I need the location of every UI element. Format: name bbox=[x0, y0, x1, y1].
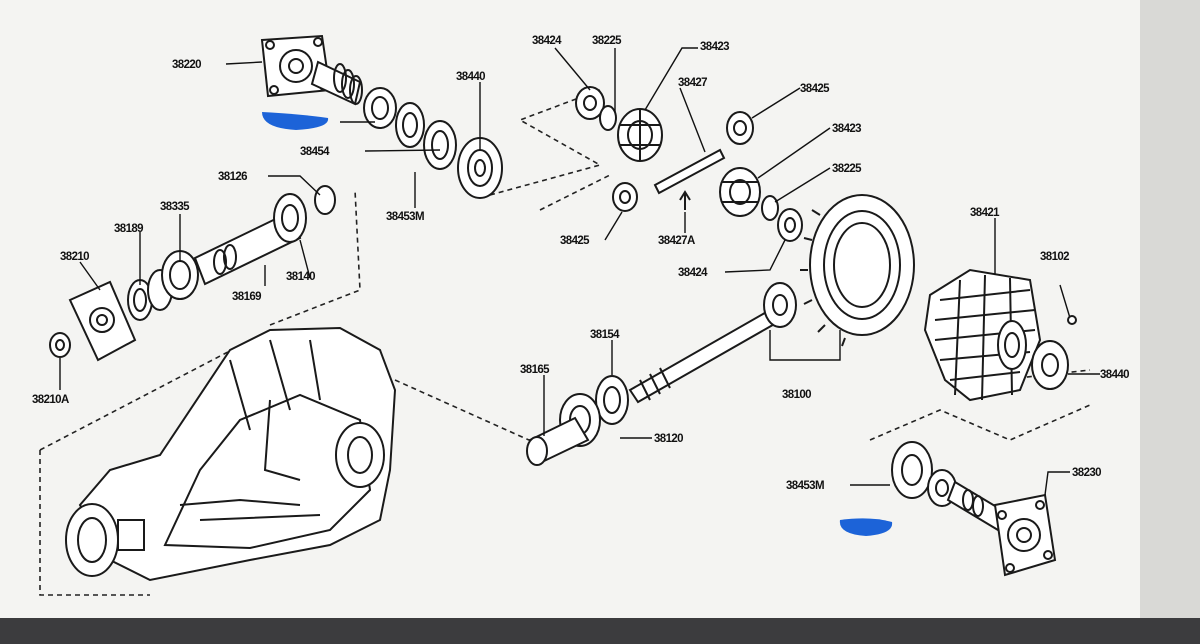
pinion-gear-38425-top bbox=[726, 111, 754, 145]
washer-38424-mid bbox=[777, 208, 803, 242]
label-38102: 38102 bbox=[1040, 251, 1069, 263]
spline-rings bbox=[333, 63, 363, 105]
washer-38424-top bbox=[575, 86, 605, 120]
label-38421: 38421 bbox=[970, 207, 1000, 219]
seal-38453M bbox=[423, 120, 457, 170]
label-38120: 38120 bbox=[654, 433, 683, 445]
ring-and-pinion-38100 bbox=[526, 194, 915, 466]
flange-38210 bbox=[68, 280, 137, 362]
side-gear-38423b bbox=[719, 167, 761, 217]
washer-38225-top bbox=[599, 105, 617, 131]
label-38189: 38189 bbox=[114, 223, 143, 235]
label-38453M-bottom: 38453M bbox=[786, 480, 824, 492]
label-38220: 38220 bbox=[172, 59, 201, 71]
label-38424-mid: 38424 bbox=[678, 267, 708, 279]
part-number-labels: 38220 38454 38453M 38440 38126 38335 381… bbox=[32, 35, 1130, 492]
label-38140: 38140 bbox=[286, 271, 315, 283]
pinion-bearing-38154 bbox=[595, 375, 629, 425]
redaction-mark-top bbox=[262, 112, 329, 130]
label-38425-left: 38425 bbox=[560, 235, 590, 247]
label-38225-top: 38225 bbox=[592, 35, 622, 47]
collapsible-spacer-38165 bbox=[526, 393, 601, 466]
label-38427: 38427 bbox=[678, 77, 707, 89]
label-38230: 38230 bbox=[1072, 467, 1101, 479]
label-38154: 38154 bbox=[590, 329, 620, 341]
flange-38230 bbox=[993, 493, 1057, 577]
pinion-gear-38425-left bbox=[612, 182, 638, 212]
label-38440-right: 38440 bbox=[1100, 369, 1129, 381]
left-shaft-assembly bbox=[49, 185, 336, 362]
leader-lines bbox=[59, 47, 1100, 496]
pin-38427A bbox=[679, 190, 691, 210]
drive-pinion bbox=[628, 282, 797, 404]
label-38126: 38126 bbox=[218, 171, 247, 183]
bracket-38100 bbox=[769, 330, 841, 361]
bolt-38102 bbox=[1059, 284, 1071, 319]
bearing-38454 bbox=[363, 87, 397, 129]
pinion-shaft-38427 bbox=[653, 148, 726, 195]
side-gear-38423 bbox=[617, 108, 663, 162]
bearing-38440-right bbox=[1031, 340, 1069, 390]
housing-front-bore bbox=[335, 422, 385, 488]
label-38100: 38100 bbox=[782, 389, 811, 401]
seal-38453M-bottom bbox=[891, 441, 933, 499]
label-38225-right: 38225 bbox=[832, 163, 862, 175]
collar-38126b bbox=[314, 185, 336, 215]
screen-bezel bbox=[0, 618, 1200, 644]
housing-boss bbox=[117, 519, 145, 551]
label-38427A: 38427A bbox=[658, 235, 695, 247]
nut-38210A bbox=[49, 332, 71, 358]
housing-side-bore bbox=[65, 503, 119, 577]
label-38440-top: 38440 bbox=[456, 71, 485, 83]
label-38169: 38169 bbox=[232, 291, 261, 303]
label-38335: 38335 bbox=[160, 201, 190, 213]
top-pinion-assembly bbox=[260, 34, 503, 199]
label-38423-b: 38423 bbox=[832, 123, 861, 135]
bottom-right-assembly bbox=[891, 441, 1057, 577]
redaction-mark-bottom bbox=[839, 518, 893, 536]
differential-case-38421 bbox=[923, 268, 1077, 402]
label-38165: 38165 bbox=[520, 364, 550, 376]
label-38210A: 38210A bbox=[32, 394, 69, 406]
spacer-ring bbox=[395, 102, 425, 148]
washer-38225b bbox=[761, 195, 779, 221]
label-38454: 38454 bbox=[300, 146, 330, 158]
label-38425-right: 38425 bbox=[800, 83, 830, 95]
bearing-38126 bbox=[273, 193, 307, 243]
differential-gear-set bbox=[575, 86, 803, 242]
label-38424-top: 38424 bbox=[532, 35, 562, 47]
label-38423: 38423 bbox=[700, 41, 729, 53]
screen-edge bbox=[1140, 0, 1200, 644]
label-38210: 38210 bbox=[60, 251, 89, 263]
label-38453M-top: 38453M bbox=[386, 211, 424, 223]
carrier-housing bbox=[65, 326, 397, 582]
ring-gear bbox=[800, 194, 915, 347]
